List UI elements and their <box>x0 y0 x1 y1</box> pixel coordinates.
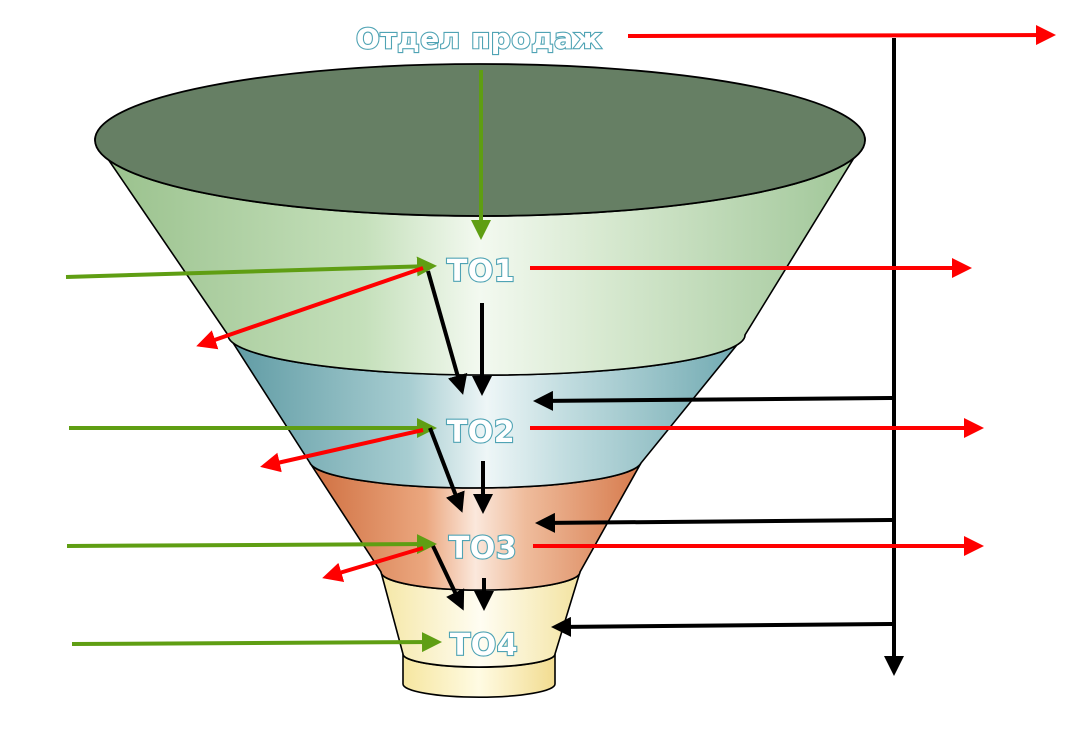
sales-department-label: Отдел продаж <box>356 22 602 55</box>
stage-2-label: ТО2 <box>447 415 515 450</box>
funnel-body <box>94 63 866 698</box>
outgoing-arrows-right <box>530 258 984 556</box>
return-arrows <box>533 38 904 676</box>
stage-1-label: ТО1 <box>447 254 515 289</box>
outgoing-arrow-sales <box>627 25 1056 46</box>
flow-arrows <box>426 270 494 611</box>
lost-arrow-stage-3 <box>322 546 424 582</box>
incoming-arrow-stage-1 <box>65 256 437 279</box>
incoming-arrow-stage-3 <box>66 534 437 555</box>
lost-arrows <box>196 266 424 582</box>
lost-arrow-stage-2 <box>260 428 424 473</box>
incoming-arrow-stage-4 <box>71 632 442 653</box>
lost-arrow-stage-1 <box>196 266 424 350</box>
flow-arrow-1-2-diagonal <box>426 270 468 395</box>
return-arrow-to-stage-3 <box>535 512 895 533</box>
flow-arrow-3-4-diagonal <box>431 545 465 611</box>
return-arrow-to-stage-4 <box>551 616 895 637</box>
flow-arrow-2-3-diagonal <box>428 427 465 513</box>
return-arrow-to-stage-2 <box>533 390 895 411</box>
stage-3-label: ТО3 <box>449 531 517 566</box>
stage-4-label: ТО4 <box>450 628 518 663</box>
incoming-arrows <box>65 256 442 653</box>
